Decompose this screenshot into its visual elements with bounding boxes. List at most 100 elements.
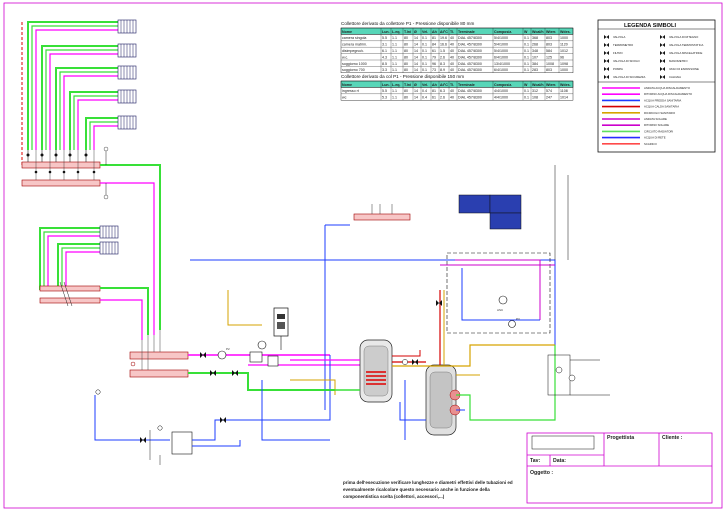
collector-lower (39, 281, 101, 307)
table-cell: 5.5 (382, 89, 387, 93)
table-header-cell: Δh (432, 30, 437, 34)
table-cell: 1.1 (392, 62, 397, 66)
table-cell: 61 (432, 49, 436, 53)
table-2-title: Collettore derivato da col P1 - Pression… (341, 74, 464, 79)
table-cell: 107 (532, 55, 538, 59)
legend-symbol-label: CALDAIA (669, 75, 681, 79)
table-cell: 0.1 (524, 89, 529, 93)
valve-icons-tanks (402, 300, 442, 365)
table-header-cell: Composiz. (494, 30, 512, 34)
table-header-cell: Wterr. (546, 30, 556, 34)
table-cell: 1098 (560, 62, 568, 66)
table-header-cell: Composiz. (494, 83, 512, 87)
legend-symbol-label: VALVOLA DI SFOGO (613, 59, 640, 63)
table-cell: 5.5 (382, 36, 387, 40)
table-cell: 40 (450, 96, 454, 100)
table-cell: 80 (404, 62, 408, 66)
sheet-border (3, 2, 723, 509)
legend-symbol-icon (660, 59, 665, 63)
table-cell: 80 (404, 96, 408, 100)
table-header-cell: Ø (414, 83, 417, 87)
table-cell: 1120 (560, 43, 568, 47)
table-cell: 1.1 (392, 49, 397, 53)
oggetto-label: Oggetto : (530, 470, 553, 476)
table-cell: 14 (414, 43, 418, 47)
table-cell: soggiorno 700 (342, 68, 365, 72)
table-cell: 8.5 (382, 62, 387, 66)
table-header-cell: Δh (432, 83, 437, 87)
table-cell: 108 (532, 96, 538, 100)
table-cell: 574 (546, 89, 552, 93)
table-header-cell: Terminale (458, 30, 475, 34)
table-cell: DIAL 457/8300 (458, 49, 482, 53)
table-cell: 0.1 (524, 55, 529, 59)
table-header-cell: T.Ini (404, 83, 411, 87)
radiator-risers-upper (27, 21, 118, 150)
table-cell: DIAL 457/8300 (458, 68, 482, 72)
table-cell: 3.1 (382, 43, 387, 47)
table-cell: 312 (532, 89, 538, 93)
solar-panel-icon (458, 194, 491, 214)
table-cell: DIAL 457/8300 (458, 62, 482, 66)
table-cell: 40 (450, 36, 454, 40)
legend-symbol-icon (660, 75, 665, 79)
table-cell: 80 (404, 36, 408, 40)
table-cell: 6/4/1000 (494, 55, 508, 59)
pump-p3-label: P3 (516, 317, 520, 321)
legend-symbol-label: VALVOLA TERMOSTATICA (669, 43, 704, 47)
table-header-cell: Vel. (422, 83, 428, 87)
table-cell: 8.3 (440, 62, 445, 66)
legend-line-label: ACQUA DI RETE (644, 136, 666, 140)
legend-symbol-icon (604, 43, 609, 47)
table-cell: 14 (414, 68, 418, 72)
legend-line-label: RITORNO SOLARE (644, 123, 669, 127)
table-cell: 40 (450, 43, 454, 47)
mixing-group (547, 354, 610, 396)
table-cell: 79 (432, 55, 436, 59)
legend-symbol-icon (660, 43, 665, 47)
table-header-cell: Tl. (450, 30, 454, 34)
legend-symbol-icon (604, 35, 609, 39)
table-cell: 0.1 (422, 49, 427, 53)
table-header-cell: Nome (342, 83, 352, 87)
table-cell: 1.1 (392, 89, 397, 93)
legend-symbol-label: VALVOLA DI RITEGNO (669, 35, 699, 39)
table-cell: wc (342, 96, 347, 100)
table-cell: 19.6 (440, 36, 447, 40)
boiler-icon (273, 307, 289, 350)
table-cell: 0.1 (524, 68, 529, 72)
legend-line-label: RICIRCOLO SANITARIO (644, 111, 676, 115)
pump-p1-icon (257, 340, 267, 350)
table-header-cell: Nome (342, 30, 352, 34)
solar-station-box (446, 252, 551, 334)
table-cell: 14 (414, 55, 418, 59)
legend-symbol-icon (604, 67, 609, 71)
table-cell: 3.3 (382, 68, 387, 72)
legend-line-label: ANDATA ACQUA RISCALDAMENTO (644, 86, 691, 90)
table-header-cell: Δt°C (440, 30, 448, 34)
legend-symbol-label: VALVOLA MISCELATRICE (669, 51, 703, 55)
table-header-cell: L.eq. (392, 30, 400, 34)
table-cell: 384 (532, 62, 538, 66)
table-header-cell: Ø (414, 30, 417, 34)
table-header-cell: Wcal/h (532, 83, 544, 87)
title-block (526, 432, 713, 504)
table-cell: 2.6 (440, 96, 445, 100)
asc-label: ASC (497, 308, 504, 312)
table-cell: 1000 (560, 36, 568, 40)
solar-panel-icon (489, 212, 522, 230)
table-cell: 8.9 (440, 68, 445, 72)
table-cell: 14 (414, 96, 418, 100)
main-manifold (129, 330, 189, 378)
table-cell: 80 (404, 89, 408, 93)
table-cell: 40 (450, 49, 454, 53)
table-cell: 0.1 (524, 36, 529, 40)
table-cell: 0.1 (524, 62, 529, 66)
table-cell: 0.1 (422, 68, 427, 72)
table-cell: 4/4/1000 (494, 89, 508, 93)
table-cell: 4.3 (382, 55, 387, 59)
table-cell: 0.1 (422, 55, 427, 59)
table-cell: 584 (546, 49, 552, 53)
table-cell: w.c. (342, 55, 348, 59)
table-cell: 6.3 (440, 89, 445, 93)
